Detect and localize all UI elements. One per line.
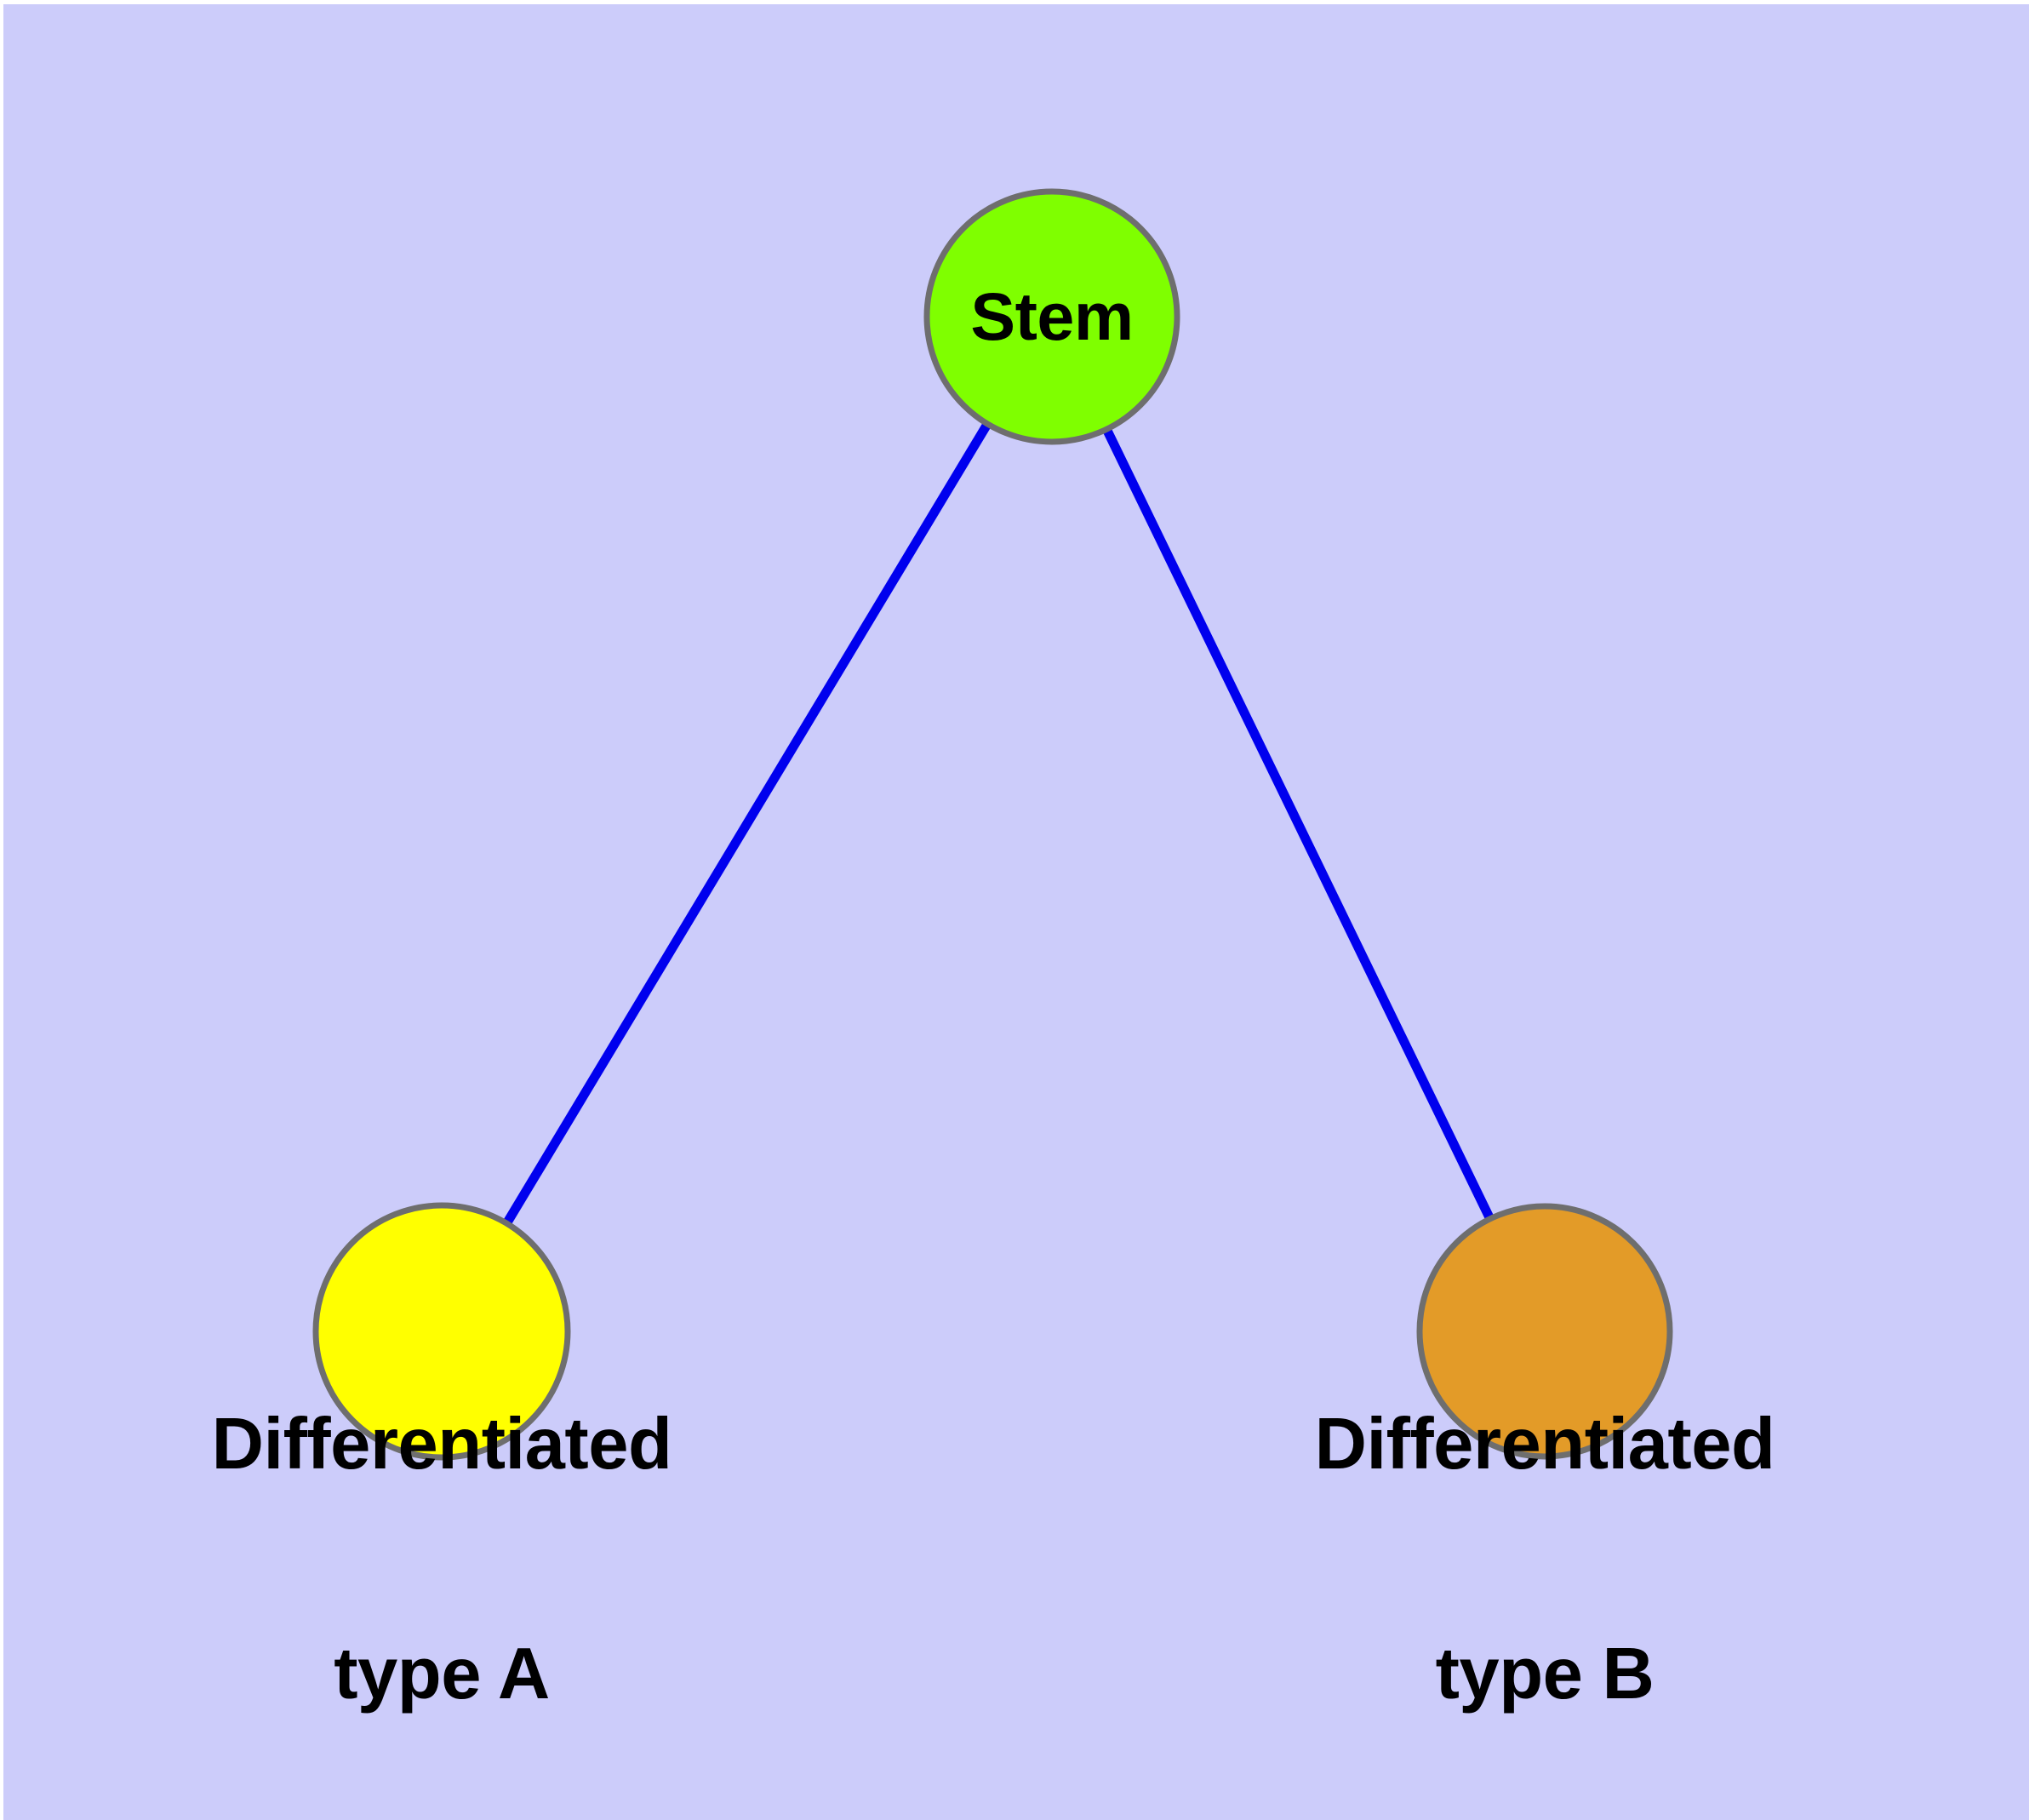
node-layer <box>312 188 1673 1461</box>
node-differentiated-type-a[interactable] <box>312 1202 571 1461</box>
edge-stem-to-differentiated-type-b <box>1048 314 1549 1334</box>
edge-layer <box>437 314 1549 1334</box>
node-differentiated-type-b[interactable] <box>1416 1203 1673 1460</box>
node-stem[interactable] <box>923 188 1180 445</box>
edge-stem-to-differentiated-type-a <box>437 314 1056 1334</box>
